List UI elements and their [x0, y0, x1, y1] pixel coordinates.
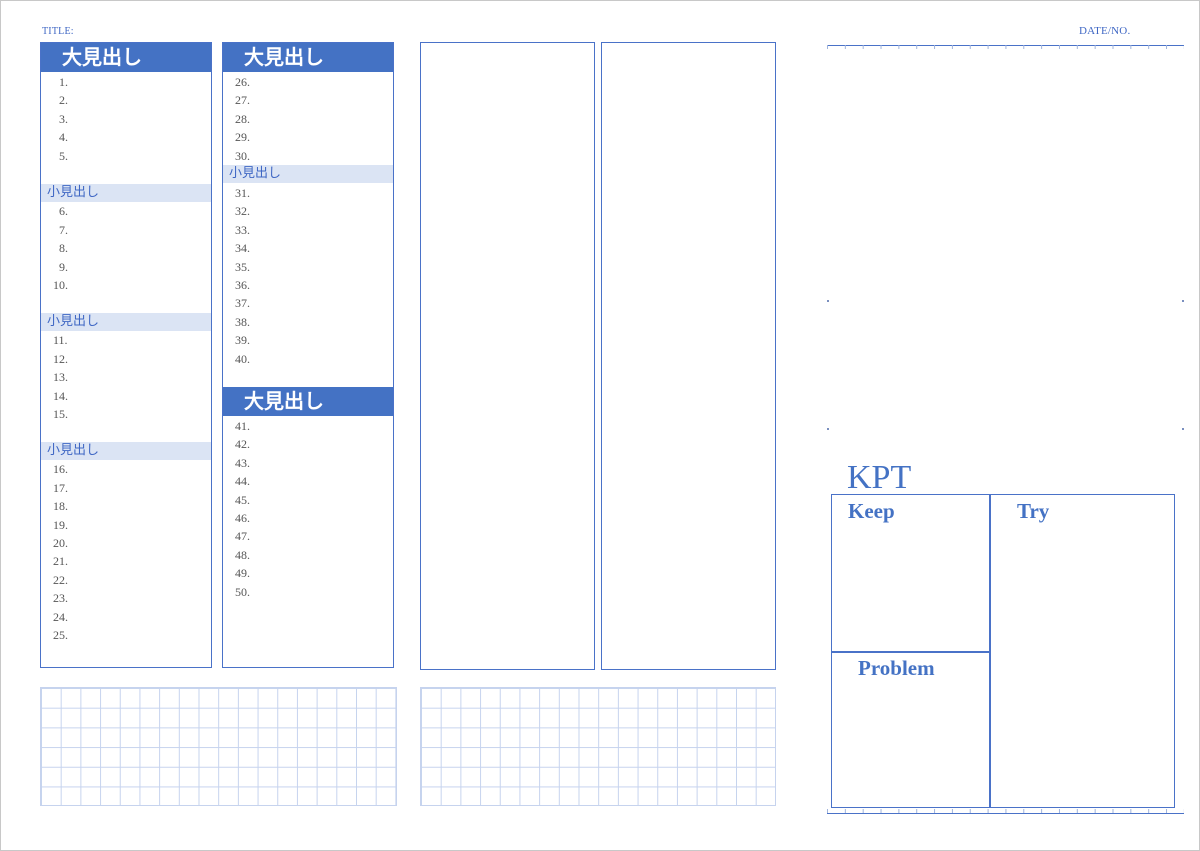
line-number: 32.	[235, 204, 250, 219]
line-number: 4.	[59, 130, 68, 145]
line-number: 46.	[235, 511, 250, 525]
line-number: 11.	[53, 333, 68, 348]
line-number: 14.	[53, 388, 68, 403]
title-label: TITLE:	[42, 26, 74, 37]
line-number: 37.	[235, 296, 250, 311]
line-number: 5.	[59, 148, 68, 163]
line-number: 9.	[59, 259, 68, 274]
line-number: 21.	[53, 554, 68, 569]
big-heading: 大見出し	[223, 43, 393, 72]
line-number: 42.	[235, 437, 250, 452]
line-number: 2.	[59, 93, 68, 108]
line-number: 15.	[53, 407, 68, 421]
bottom-rule	[827, 813, 1184, 814]
line-number: 16.	[53, 462, 68, 477]
line-number: 47.	[235, 529, 250, 544]
line-number: 50.	[235, 584, 250, 599]
line-number: 43.	[235, 455, 250, 470]
line-number: 20.	[53, 536, 68, 550]
margin-mark	[1182, 300, 1184, 302]
big-heading: 大見出し	[223, 387, 393, 416]
graph-grid-right[interactable]	[420, 687, 776, 806]
line-number: 28.	[235, 111, 250, 126]
line-number: 24.	[53, 609, 68, 624]
line-number: 8.	[59, 241, 68, 256]
margin-mark	[827, 428, 829, 430]
line-number: 48.	[235, 547, 250, 562]
line-number: 44.	[235, 474, 250, 489]
line-number: 3.	[59, 111, 68, 126]
small-heading: 小見出し	[41, 184, 211, 202]
kpt-try-label: Try	[1017, 499, 1050, 523]
line-number: 1.	[59, 75, 68, 89]
margin-mark	[827, 300, 829, 302]
small-heading: 小見出し	[223, 165, 393, 183]
kpt-problem-box[interactable]: Problem	[831, 651, 991, 808]
line-number: 34.	[235, 241, 250, 256]
small-heading: 小見出し	[41, 313, 211, 331]
line-number: 23.	[53, 591, 68, 606]
line-number: 19.	[53, 517, 68, 532]
line-number: 39.	[235, 333, 250, 348]
line-number: 30.	[235, 148, 250, 163]
line-number: 35.	[235, 259, 250, 274]
line-number: 26.	[235, 75, 250, 89]
big-heading: 大見出し	[41, 43, 211, 72]
line-number: 29.	[235, 130, 250, 145]
line-number: 27.	[235, 93, 250, 108]
line-number: 31.	[235, 186, 250, 200]
line-number: 10.	[53, 278, 68, 292]
outline-column-2: 大見出し 小見出し 大見出し 26. 27. 28. 29. 30. 31. 32. 33. 3…	[222, 42, 394, 668]
kpt-keep-box[interactable]: Keep	[831, 494, 991, 653]
line-number: 17.	[53, 480, 68, 495]
line-number: 41.	[235, 419, 250, 433]
blank-column-2[interactable]	[601, 42, 776, 670]
line-number: 40.	[235, 351, 250, 366]
margin-mark	[1182, 428, 1184, 430]
line-number: 22.	[53, 572, 68, 587]
line-number: 49.	[235, 566, 250, 581]
line-number: 25.	[53, 628, 68, 642]
line-number: 38.	[235, 314, 250, 329]
kpt-title: KPT	[847, 459, 912, 496]
graph-grid-left[interactable]	[40, 687, 397, 806]
small-heading: 小見出し	[41, 442, 211, 460]
line-number: 6.	[59, 204, 68, 219]
kpt-try-box[interactable]: Try	[989, 494, 1175, 808]
blank-column-1[interactable]	[420, 42, 595, 670]
line-number: 33.	[235, 222, 250, 237]
kpt-keep-label: Keep	[848, 499, 895, 523]
line-number: 7.	[59, 222, 68, 237]
line-number: 12.	[53, 351, 68, 366]
outline-column-1: 大見出し 1. 2. 3. 4. 5. 小見出し 6. 7. 8. 9. 10. 小見出し 11. 12.…	[40, 42, 212, 668]
date-label: DATE/NO.	[1079, 25, 1131, 37]
line-number: 45.	[235, 492, 250, 507]
line-number: 18.	[53, 499, 68, 514]
line-number: 36.	[235, 278, 250, 292]
line-number: 13.	[53, 370, 68, 385]
kpt-problem-label: Problem	[858, 656, 935, 680]
top-rule-ticks	[827, 45, 1184, 49]
bottom-rule-ticks	[827, 809, 1184, 813]
